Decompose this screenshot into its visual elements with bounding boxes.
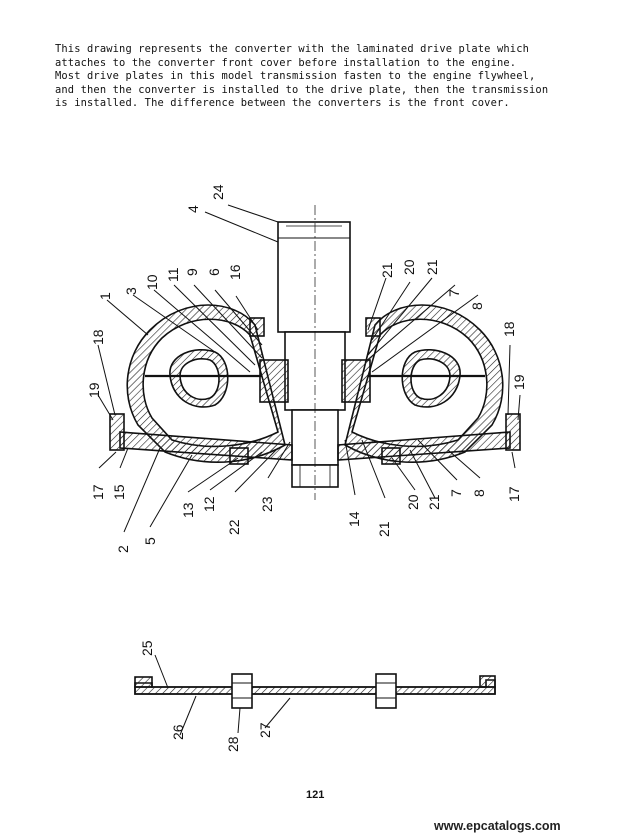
callout-7: 7	[448, 489, 464, 497]
callout-12: 12	[201, 496, 217, 512]
callout-17: 17	[506, 486, 522, 502]
callout-16: 16	[227, 264, 243, 280]
callout-25: 25	[139, 640, 155, 656]
callout-19: 19	[86, 382, 102, 398]
callout-10: 10	[144, 274, 160, 290]
intro-line: is installed. The difference between the…	[55, 97, 510, 110]
callout-1: 1	[97, 292, 113, 300]
callout-21: 21	[424, 259, 440, 275]
callout-21: 21	[379, 262, 395, 278]
callout-24: 24	[210, 184, 226, 200]
plate-callout-labels: 25 26 28 27	[139, 640, 273, 752]
callout-13: 13	[180, 502, 196, 518]
callout-28: 28	[225, 736, 241, 752]
converter-leader-lines	[97, 204, 521, 533]
converter-cross-section	[109, 205, 521, 500]
callout-27: 27	[257, 722, 273, 738]
callout-8: 8	[471, 489, 487, 497]
page-number: 121	[306, 789, 325, 801]
callout-21: 21	[376, 521, 392, 537]
callout-3: 3	[123, 287, 139, 295]
intro-line: This drawing represents the converter wi…	[55, 43, 530, 55]
callout-14: 14	[346, 511, 362, 527]
callout-26: 26	[170, 724, 186, 740]
callout-22: 22	[226, 519, 242, 535]
drive-plate-drawing	[134, 673, 496, 709]
intro-paragraph: This drawing represents the converter wi…	[55, 43, 575, 111]
watermark: www.epcatalogs.com	[434, 819, 561, 833]
callout-18: 18	[90, 329, 106, 345]
callout-21: 21	[426, 494, 442, 510]
converter-callout-labels: 24 4 16 6 9 11 10 3 1 18 19 17 15 2 5 13…	[86, 184, 527, 553]
callout-2: 2	[115, 545, 131, 553]
callout-23: 23	[259, 496, 275, 512]
intro-line: attaches to the converter front cover be…	[55, 56, 517, 69]
callout-8: 8	[469, 302, 485, 310]
plate-leader-lines	[154, 654, 291, 736]
callout-9: 9	[184, 268, 200, 276]
callout-20: 20	[401, 259, 417, 275]
callout-20: 20	[405, 494, 421, 510]
callout-19: 19	[511, 374, 527, 390]
callout-17: 17	[90, 484, 106, 500]
callout-4: 4	[185, 205, 201, 213]
callout-6: 6	[206, 268, 222, 276]
intro-line: Most drive plates in this model transmis…	[55, 70, 536, 83]
intro-line: and then the converter is installed to t…	[55, 83, 549, 96]
callout-18: 18	[501, 321, 517, 337]
callout-15: 15	[111, 484, 127, 500]
callout-5: 5	[142, 537, 158, 545]
callout-7: 7	[446, 289, 462, 297]
callout-11: 11	[165, 267, 181, 282]
